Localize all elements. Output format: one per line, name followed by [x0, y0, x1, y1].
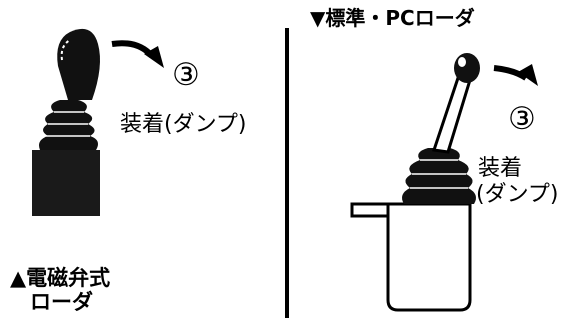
- left-joystick-base: [32, 150, 100, 216]
- direction-arrow-icon: [111, 40, 164, 68]
- left-step-marker: ③: [172, 57, 200, 93]
- right-action-label-line2: (ダンプ): [476, 182, 559, 207]
- left-joystick-knob: [57, 28, 100, 100]
- left-action-label: 装着(ダンプ): [120, 112, 247, 137]
- left-caption-line1: ▲電磁弁式: [10, 266, 111, 290]
- electromagnetic-valve-joystick-icon: [32, 28, 100, 216]
- left-caption-line2: ローダ: [30, 290, 93, 314]
- direction-arrow-icon: [493, 64, 538, 86]
- right-joystick-bellows: [402, 148, 476, 204]
- right-joystick-housing: [386, 202, 472, 312]
- right-joystick-knob: [454, 53, 480, 83]
- standard-pc-joystick-icon: [350, 53, 480, 312]
- right-action-label-line1: 装着: [478, 156, 523, 181]
- right-step-marker: ③: [508, 101, 536, 137]
- right-joystick-shaft: [432, 76, 472, 154]
- left-joystick-bellows: [39, 100, 98, 150]
- right-panel-title: ▼標準・PCローダ: [310, 6, 475, 30]
